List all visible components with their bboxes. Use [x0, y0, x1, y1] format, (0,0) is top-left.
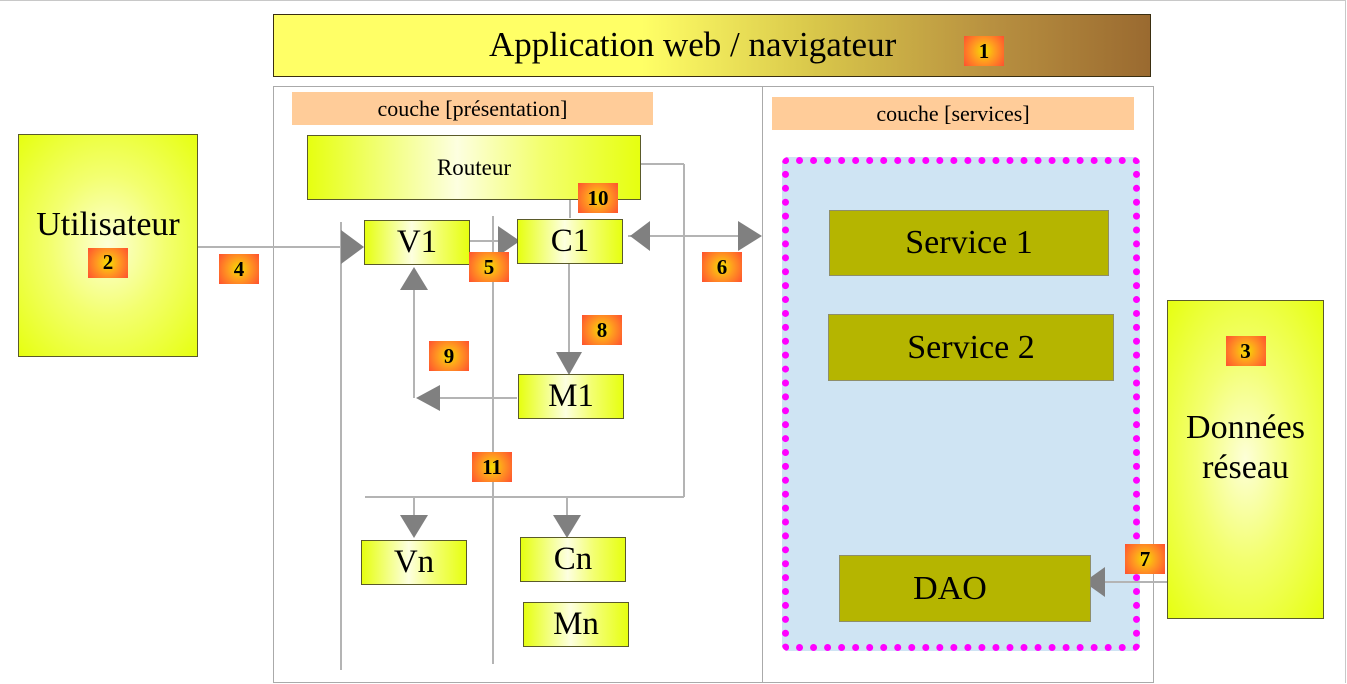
services-panel	[762, 86, 1154, 683]
view-vn-box: Vn	[361, 540, 467, 585]
arrow-head-to-m1	[556, 352, 582, 375]
user-actor-box: Utilisateur 2	[18, 134, 198, 357]
step-badge-7: 7	[1125, 544, 1165, 574]
network-data-label-line2: réseau	[1202, 449, 1289, 486]
step-badge-11: 11	[472, 452, 512, 482]
step-badge-6: 6	[702, 252, 742, 282]
step-badge-5: 5	[469, 252, 509, 282]
step-badge-4: 4	[219, 254, 259, 284]
service-1-box: Service 1	[829, 210, 1109, 276]
step-badge-10: 10	[578, 183, 618, 213]
controller-c1-box: C1	[517, 219, 623, 264]
arrow-head-to-dao	[1084, 567, 1105, 597]
dao-label: DAO	[913, 569, 987, 607]
network-data-box: 3 Données réseau	[1167, 300, 1324, 619]
arrow-head-m1-return	[416, 385, 440, 411]
step-badge-1: 1	[964, 36, 1004, 66]
arrow-head-to-v1-bottom	[400, 267, 428, 290]
view-v1-box: V1	[364, 220, 470, 265]
step-badge-2: 2	[88, 247, 128, 278]
controller-cn-box: Cn	[520, 537, 626, 582]
network-data-label-line1: Données	[1186, 409, 1305, 446]
arrow-head-to-services	[738, 221, 762, 251]
application-title: Application web / navigateur	[489, 25, 897, 64]
dao-box: DAO	[839, 555, 1091, 622]
arrow-head-to-v1	[341, 230, 364, 264]
services-layer-label: couche [services]	[772, 97, 1134, 130]
user-actor-label: Utilisateur	[36, 205, 180, 243]
model-m1-box: M1	[518, 374, 624, 419]
presentation-layer-label: couche [présentation]	[292, 92, 653, 125]
step-badge-9: 9	[429, 341, 469, 371]
arrow-head-to-c1-right	[630, 221, 650, 251]
arrow-head-to-c1	[498, 226, 520, 256]
step-badge-3: 3	[1225, 336, 1266, 366]
model-mn-box: Mn	[523, 602, 629, 647]
step-badge-8: 8	[582, 315, 622, 345]
arrow-head-to-vn	[400, 515, 428, 538]
arrow-head-to-cn	[553, 515, 581, 538]
service-2-box: Service 2	[828, 314, 1114, 381]
application-title-bar: Application web / navigateur 1	[273, 14, 1151, 77]
